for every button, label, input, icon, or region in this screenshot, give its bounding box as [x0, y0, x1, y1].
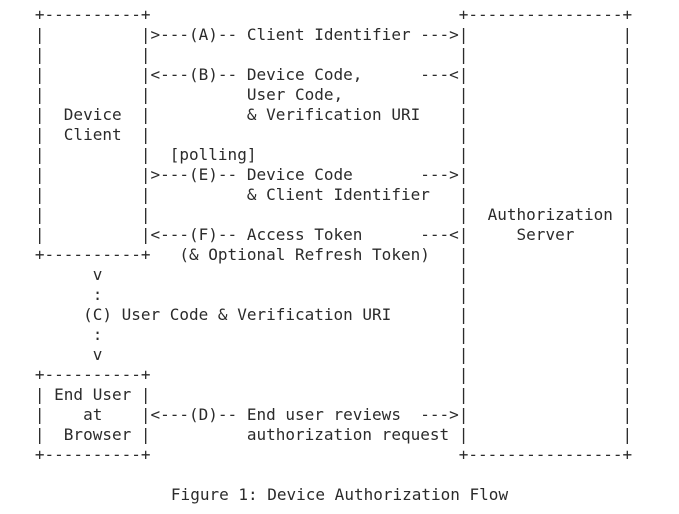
figure-caption: Figure 1: Device Authorization Flow	[170, 485, 509, 504]
device-authorization-flow-diagram: +----------+ +----------------+ | |>---(…	[34, 5, 633, 464]
